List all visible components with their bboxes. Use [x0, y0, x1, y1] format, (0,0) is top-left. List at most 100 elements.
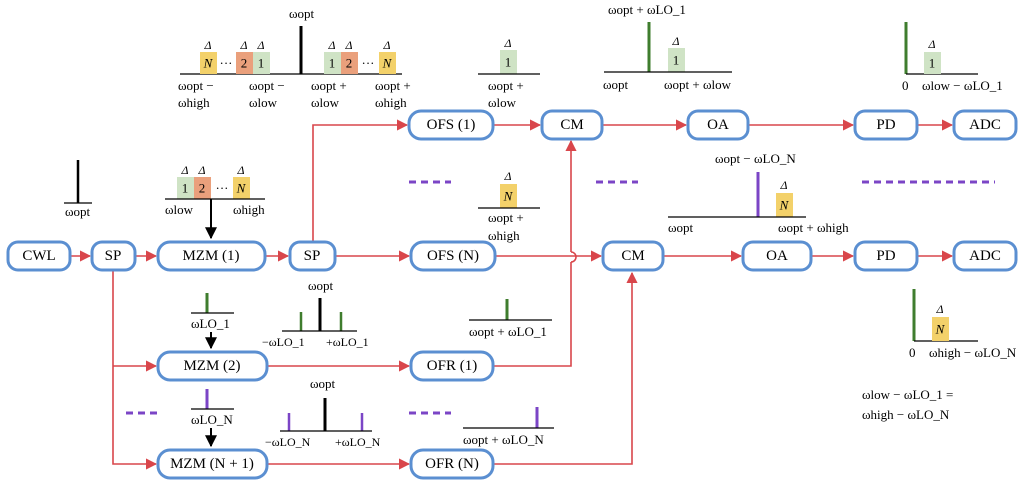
splitter-1[interactable]: SP	[90, 240, 137, 272]
svg-text:1: 1	[182, 181, 189, 196]
svg-text:2: 2	[346, 56, 353, 71]
svg-text:Δ: Δ	[927, 37, 935, 51]
svg-text:Δ: Δ	[236, 163, 244, 177]
svg-text:1: 1	[329, 56, 336, 71]
ofs-1-block[interactable]: OFS (1)	[407, 109, 495, 141]
mzm-2-block[interactable]: MZM (2)	[156, 350, 269, 382]
svg-text:OFS (1): OFS (1)	[427, 117, 476, 133]
svg-text:ωopt +: ωopt +	[375, 78, 411, 93]
svg-text:ωopt: ωopt	[668, 220, 694, 235]
svg-text:ωopt +: ωopt +	[488, 78, 524, 93]
svg-text:ωhigh − ωLO_N: ωhigh − ωLO_N	[929, 345, 1017, 360]
mzm1-dsb-spectrum: ωopt N ··· 2 1 Δ Δ Δ 1 2 ··· N Δ Δ Δ ωop…	[178, 6, 411, 110]
cwl-block[interactable]: CWL	[6, 240, 72, 272]
frequency-equation: ωlow − ωLO_1 = ωhigh − ωLO_N	[862, 387, 953, 422]
ofsN-spectrum: N Δ ωopt + ωhigh	[478, 169, 540, 243]
svg-text:ωopt − ωLO_N: ωopt − ωLO_N	[715, 151, 796, 166]
svg-text:MZM (2): MZM (2)	[183, 358, 240, 374]
svg-text:Δ: Δ	[327, 38, 335, 52]
svg-text:···: ···	[216, 181, 229, 196]
svg-text:1: 1	[258, 56, 265, 71]
svg-text:ωLO_N: ωLO_N	[191, 412, 233, 427]
svg-text:SP: SP	[105, 248, 122, 264]
svg-text:N: N	[503, 189, 514, 204]
svg-text:Δ: Δ	[382, 38, 390, 52]
svg-text:Δ: Δ	[197, 163, 205, 177]
lo1-input-spectrum: ωLO_1	[191, 293, 234, 350]
svg-text:ωopt: ωopt	[310, 376, 336, 391]
svg-text:N: N	[779, 198, 790, 213]
cm-2-block[interactable]: CM	[601, 240, 665, 272]
svg-text:SP: SP	[304, 248, 321, 264]
svg-text:OA: OA	[707, 117, 729, 133]
svg-text:ωLO_1: ωLO_1	[191, 316, 230, 331]
svg-text:ωopt +: ωopt +	[488, 210, 524, 225]
svg-text:Δ: Δ	[503, 36, 511, 50]
svg-text:Δ: Δ	[779, 178, 787, 192]
svg-text:ωlow: ωlow	[311, 95, 340, 110]
svg-text:PD: PD	[876, 248, 895, 264]
mzm1-output-spectrum: 1 2 ··· N Δ Δ Δ ωlow ωhigh	[165, 163, 265, 240]
mzm-n1-block[interactable]: MZM (N + 1)	[156, 448, 269, 480]
mzm-1-block[interactable]: MZM (1)	[156, 240, 267, 272]
adc-1-block[interactable]: ADC	[952, 109, 1018, 141]
svg-text:Δ: Δ	[935, 302, 943, 316]
svg-text:ωopt + ωlow: ωopt + ωlow	[664, 77, 732, 92]
cm-1-block[interactable]: CM	[540, 109, 604, 141]
svg-text:ωopt: ωopt	[603, 77, 629, 92]
oa-2-block[interactable]: OA	[741, 240, 813, 272]
svg-text:Δ: Δ	[180, 163, 188, 177]
svg-text:ωlow − ωLO_1 =: ωlow − ωLO_1 =	[862, 387, 953, 402]
svg-text:N: N	[203, 56, 214, 71]
svg-text:ADC: ADC	[969, 248, 1001, 264]
svg-text:N: N	[382, 56, 393, 71]
svg-text:Δ: Δ	[203, 38, 211, 52]
ofr-1-block[interactable]: OFR (1)	[409, 350, 495, 382]
svg-text:OFR (N): OFR (N)	[425, 456, 479, 472]
svg-text:CM: CM	[621, 248, 644, 264]
svg-text:ωlow: ωlow	[488, 95, 517, 110]
svg-text:ωhigh − ωLO_N: ωhigh − ωLO_N	[862, 407, 950, 422]
pd-2-block[interactable]: PD	[853, 240, 919, 272]
adc-2-block[interactable]: ADC	[952, 240, 1018, 272]
svg-text:−ωLO_N: −ωLO_N	[265, 435, 311, 449]
cwl-spectrum: ωopt	[64, 160, 92, 219]
svg-text:ωlow: ωlow	[165, 202, 194, 217]
ofs-n-block[interactable]: OFS (N)	[409, 240, 497, 272]
svg-text:Δ: Δ	[344, 38, 352, 52]
svg-text:Δ: Δ	[503, 169, 511, 183]
svg-text:ωopt −: ωopt −	[249, 78, 285, 93]
ofr1-spectrum: ωopt + ωLO_1	[469, 299, 552, 339]
ofr-n-block[interactable]: OFR (N)	[409, 448, 495, 480]
svg-text:1: 1	[929, 56, 936, 71]
svg-text:2: 2	[241, 56, 248, 71]
svg-text:Δ: Δ	[671, 34, 679, 48]
splitter-2[interactable]: SP	[288, 240, 337, 272]
ofs1-spectrum: 1 Δ ωopt + ωlow	[478, 36, 540, 110]
svg-text:N: N	[935, 322, 946, 337]
svg-text:Δ: Δ	[239, 38, 247, 52]
svg-text:···: ···	[220, 56, 233, 71]
svg-text:ωlow: ωlow	[249, 95, 278, 110]
mzmN1-output-spectrum: ωopt −ωLO_N +ωLO_N	[265, 376, 381, 449]
svg-text:ωhigh: ωhigh	[375, 95, 407, 110]
pd-1-block[interactable]: PD	[853, 109, 919, 141]
svg-text:0: 0	[902, 78, 909, 93]
svg-text:MZM (1): MZM (1)	[182, 248, 239, 264]
svg-text:ωopt + ωLO_1: ωopt + ωLO_1	[608, 2, 686, 17]
ellipsis-dashes	[126, 180, 995, 415]
svg-text:+ωLO_1: +ωLO_1	[326, 335, 369, 349]
svg-text:ωopt: ωopt	[289, 6, 315, 21]
svg-text:OA: OA	[766, 248, 788, 264]
svg-text:N: N	[236, 181, 247, 196]
signal-connections	[70, 119, 954, 470]
svg-text:MZM (N + 1): MZM (N + 1)	[170, 456, 254, 472]
svg-text:1: 1	[673, 53, 680, 68]
output2-spectrum: N Δ 0 ωhigh − ωLO_N	[909, 289, 1017, 360]
svg-text:ωopt + ωLO_1: ωopt + ωLO_1	[469, 324, 547, 339]
oa-1-block[interactable]: OA	[686, 109, 750, 141]
svg-text:0: 0	[909, 345, 916, 360]
svg-text:1: 1	[505, 55, 512, 70]
svg-text:ADC: ADC	[969, 117, 1001, 133]
